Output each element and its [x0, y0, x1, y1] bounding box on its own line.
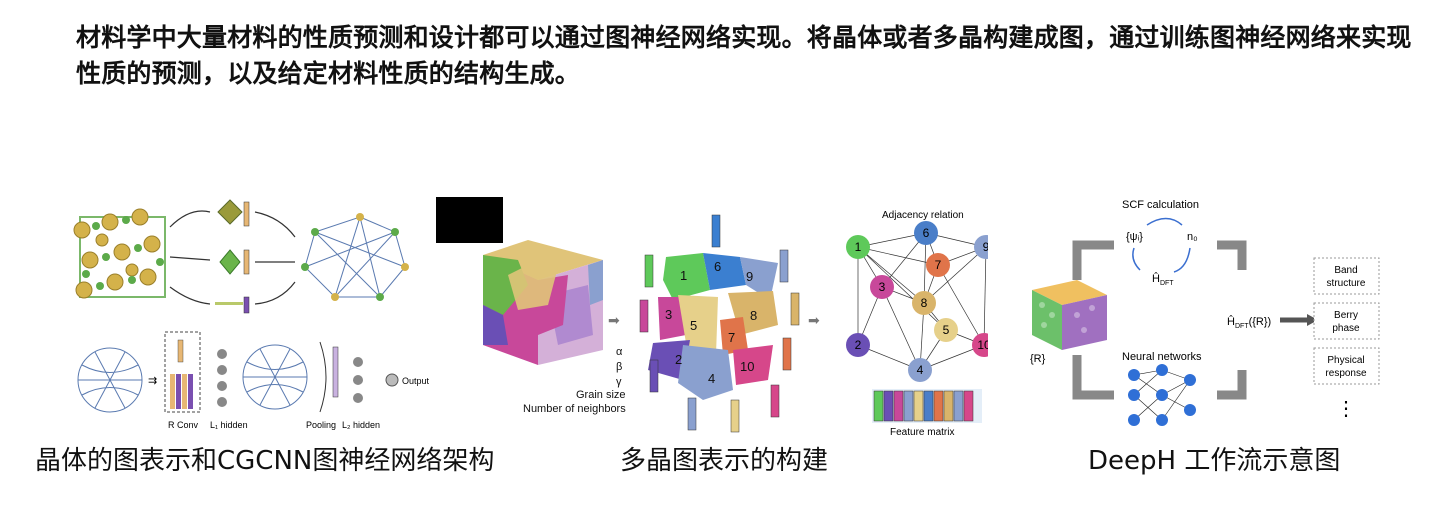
h-dft-r-label: ĤDFT({R})	[1227, 315, 1271, 330]
output-label: Output	[402, 376, 430, 386]
graph-node-8: 8	[921, 296, 928, 310]
crystal-structure-image	[73, 208, 166, 299]
intro-paragraph: 材料学中大量材料的性质预测和设计都可以通过图神经网络实现。将晶体或者多晶构建成图…	[76, 23, 1412, 88]
graph-node-4: 4	[917, 363, 924, 377]
feature-label-grain-size: Grain size	[576, 389, 626, 401]
graph-node-2: 2	[855, 338, 862, 352]
grain-number-8: 8	[750, 308, 757, 323]
cgcnn-figure: ⇉ Output R Conv L₁ hidden Pooling L₂ hid…	[73, 199, 430, 430]
caption-left: 晶体的图表示和CGCNN图神经网络架构	[35, 446, 495, 476]
grain-number-2: 2	[675, 352, 682, 367]
grain-number-6: 6	[714, 259, 721, 274]
grain-number-3: 3	[665, 307, 672, 322]
grain-number-7: 7	[728, 330, 735, 345]
grain-number-1: 1	[680, 268, 687, 283]
r-conv-label: R Conv	[168, 420, 199, 430]
graph-node-9: 9	[983, 240, 988, 254]
l2-hidden-label: L₂ hidden	[342, 420, 380, 430]
r-label: {R}	[1030, 353, 1046, 365]
atom-cube-image	[1032, 280, 1107, 350]
feature-label-neighbors: Number of neighbors	[523, 403, 626, 415]
caption-middle: 多晶图表示的构建	[620, 446, 829, 476]
redaction-block	[436, 197, 503, 243]
feature-matrix-label: Feature matrix	[890, 427, 954, 438]
svg-text:⇉: ⇉	[148, 375, 157, 387]
more-outputs-ellipsis: ⋮	[1336, 398, 1356, 420]
crystal-graph	[304, 216, 406, 298]
h-dft-label: ĤDFT	[1152, 272, 1174, 287]
scf-calculation-label: SCF calculation	[1122, 199, 1199, 211]
feature-matrix	[872, 389, 982, 423]
pooling-label: Pooling	[306, 420, 336, 430]
caption-right: DeepH 工作流示意图	[1088, 446, 1341, 476]
feature-label-beta: β	[616, 361, 622, 373]
n0-label: n₀	[1187, 231, 1198, 243]
graph-node-1: 1	[855, 240, 862, 254]
grain-number-4: 4	[708, 371, 715, 386]
grain-cube	[483, 240, 603, 365]
graph-node-7: 7	[935, 258, 942, 272]
neural-networks-label: Neural networks	[1122, 351, 1202, 363]
psi-label: {ψᵢ}	[1126, 231, 1143, 243]
svg-text:➡: ➡	[808, 312, 820, 328]
feature-label-gamma: γ	[616, 376, 622, 388]
svg-text:➡: ➡	[608, 312, 620, 328]
grain-map	[648, 253, 778, 400]
grain-number-10: 10	[740, 359, 754, 374]
graph-node-6: 6	[923, 226, 930, 240]
graph-node-3: 3	[879, 280, 886, 294]
polycrystal-figure: ➡ 1 6 9 3 5 8 7 2 10 4 α	[483, 210, 988, 438]
output-boxes	[1313, 257, 1380, 385]
adjacency-relation-label: Adjacency relation	[882, 210, 964, 221]
graph-node-10: 10	[977, 338, 988, 352]
deeph-figure: SCF calculation {ψᵢ} n₀ ĤDFT {R} Neural …	[1030, 199, 1380, 426]
l1-hidden-label: L₁ hidden	[210, 420, 248, 430]
feature-label-alpha: α	[616, 346, 623, 358]
graph-node-5: 5	[943, 323, 950, 337]
grain-number-9: 9	[746, 269, 753, 284]
grain-number-5: 5	[690, 318, 697, 333]
